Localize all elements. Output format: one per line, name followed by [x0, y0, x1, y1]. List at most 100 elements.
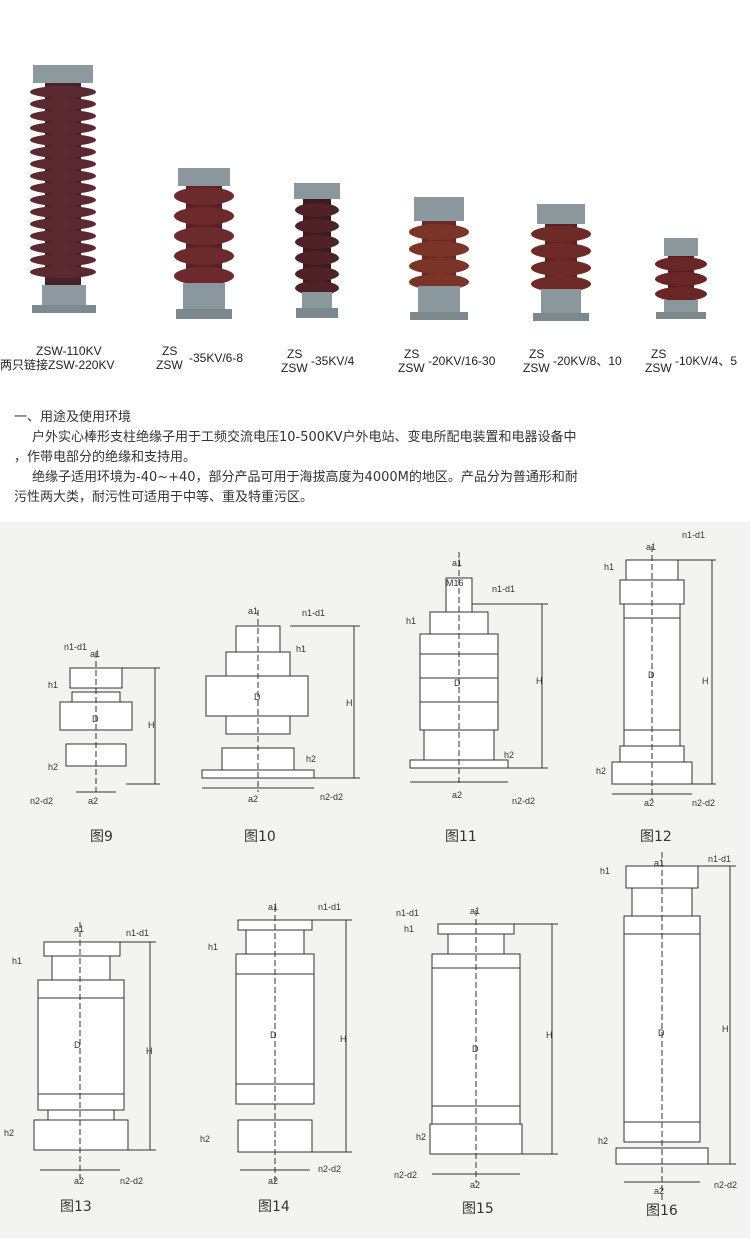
- insulator-photos: [30, 65, 707, 321]
- product-rating: -20KV/8、10: [553, 354, 622, 368]
- a2-label: a2: [74, 1176, 84, 1186]
- n2-d2-label: n2-d2: [512, 796, 535, 806]
- product-caption-4: ZS ZSW -20KV/16-30: [398, 347, 495, 375]
- product-rating: -35KV/6-8: [189, 351, 244, 365]
- a2-label: a2: [470, 1180, 480, 1190]
- insulator-photo-1: [30, 65, 96, 313]
- a1-label: a1: [646, 542, 656, 552]
- product-rating: -20KV/16-30: [428, 354, 496, 368]
- a2-label: a2: [644, 798, 654, 808]
- insulator-photo-6: [655, 238, 707, 319]
- h1-label: h1: [604, 562, 614, 572]
- h1-label: h1: [12, 956, 22, 966]
- figure-12-drawing: [611, 546, 716, 800]
- figure-15-drawing: [429, 910, 558, 1182]
- product-note: 两只链接ZSW-220KV: [0, 358, 115, 372]
- figure-10-drawing: [201, 610, 360, 792]
- d-label: D: [658, 1028, 665, 1038]
- a1-label: a1: [470, 906, 480, 916]
- product-type-bottom: ZSW: [156, 358, 183, 372]
- d-label: D: [74, 1040, 81, 1050]
- insulator-photo-4: [409, 197, 469, 320]
- a1-label: a1: [452, 558, 462, 568]
- product-type-bottom: ZSW: [523, 361, 550, 375]
- usage-section: 一、用途及使用环境 户外实心棒形支柱绝缘子用于工频交流电压10-500KV户外电…: [0, 400, 750, 522]
- h2-label: h2: [416, 1132, 426, 1142]
- h2-label: h2: [504, 750, 514, 760]
- product-rating: -35KV/4: [311, 354, 355, 368]
- figure-label-14: 图14: [258, 1199, 290, 1215]
- a2-label: a2: [88, 796, 98, 806]
- n1-d1-label: n1-d1: [396, 908, 419, 918]
- n2-d2-label: n2-d2: [320, 792, 343, 802]
- a1-label: a1: [90, 649, 100, 659]
- insulator-photo-2: [174, 168, 234, 319]
- n2-d2-label: n2-d2: [714, 1180, 737, 1190]
- n1-d1-label: n1-d1: [126, 928, 149, 938]
- figure-label-12: 图12: [640, 829, 672, 845]
- paragraph-2: 绝缘子适用环境为-40~+40，部分产品可用于海拔高度为4000M的地区。产品分…: [32, 470, 578, 485]
- product-type-top: ZS: [162, 344, 178, 358]
- technical-drawings: n1-d1 a1 h1 D H h2 n2-d2 a2 a1 n1-d1 h1 …: [0, 522, 750, 1238]
- h-label: H: [146, 1046, 153, 1056]
- product-model: ZSW-110KV: [36, 344, 102, 358]
- n2-d2-label: n2-d2: [120, 1176, 143, 1186]
- product-type-bottom: ZSW: [281, 361, 308, 375]
- n1-d1-label: n1-d1: [64, 642, 87, 652]
- drawing-sheet: n1-d1 a1 h1 D H h2 n2-d2 a2 a1 n1-d1 h1 …: [4, 530, 737, 1202]
- product-caption-1: ZSW-110KV 两只链接ZSW-220KV: [0, 344, 114, 372]
- product-type-top: ZS: [651, 347, 667, 361]
- figure-label-10: 图10: [244, 829, 276, 845]
- product-caption-5: ZS ZSW -20KV/8、10: [523, 347, 622, 375]
- paragraph-1-cont: ，作带电部分的绝缘和支持用。: [14, 450, 197, 465]
- d-label: D: [92, 714, 99, 724]
- d-label: D: [270, 1030, 277, 1040]
- h2-label: h2: [598, 1136, 608, 1146]
- h-label: H: [702, 676, 709, 686]
- product-caption-2: ZS ZSW -35KV/6-8: [156, 344, 243, 372]
- paragraph-2-cont: 污性两大类，耐污性可适用于中等、重及特重污区。: [14, 490, 314, 505]
- n1-d1-label: n1-d1: [492, 584, 515, 594]
- a1-label: a1: [74, 924, 84, 934]
- n2-d2-label: n2-d2: [318, 1164, 341, 1174]
- insulator-photo-5: [531, 204, 591, 321]
- figure-label-9: 图9: [90, 829, 113, 845]
- h1-label: h1: [208, 942, 218, 952]
- n1-d1-label: n1-d1: [318, 902, 341, 912]
- h2-label: h2: [200, 1134, 210, 1144]
- d-label: D: [254, 692, 261, 702]
- n2-d2-label: n2-d2: [394, 1170, 417, 1180]
- h-label: H: [148, 720, 155, 730]
- h-label: H: [546, 1030, 553, 1040]
- d-label: D: [454, 678, 461, 688]
- h1-label: h1: [600, 866, 610, 876]
- a2-label: a2: [452, 790, 462, 800]
- a2-label: a2: [248, 794, 258, 804]
- insulator-photo-3: [294, 183, 340, 318]
- h2-label: h2: [596, 766, 606, 776]
- d-label: D: [472, 1044, 479, 1054]
- product-caption-3: ZS ZSW -35KV/4: [281, 347, 354, 375]
- product-type-top: ZS: [404, 347, 420, 361]
- product-type-bottom: ZSW: [645, 361, 672, 375]
- h-label: H: [536, 676, 543, 686]
- h2-label: h2: [4, 1128, 14, 1138]
- h1-label: h1: [406, 616, 416, 626]
- h1-label: h1: [48, 680, 58, 690]
- d-label: D: [648, 670, 655, 680]
- figure-14-drawing: [235, 906, 352, 1182]
- figure-13-drawing: [33, 922, 156, 1182]
- figure-label-11: 图11: [445, 829, 477, 845]
- h1-label: h1: [404, 924, 414, 934]
- product-type-top: ZS: [529, 347, 545, 361]
- h2-label: h2: [306, 754, 316, 764]
- m16-label: M16: [446, 578, 464, 588]
- h-label: H: [340, 1034, 347, 1044]
- figure-9-drawing: [59, 652, 160, 793]
- figure-label-15: 图15: [462, 1201, 494, 1217]
- product-rating: -10KV/4、5: [675, 354, 738, 368]
- n2-d2-label: n2-d2: [692, 798, 715, 808]
- h1-label: h1: [296, 644, 306, 654]
- n1-d1-label: n1-d1: [682, 530, 705, 540]
- n1-d1-label: n1-d1: [302, 608, 325, 618]
